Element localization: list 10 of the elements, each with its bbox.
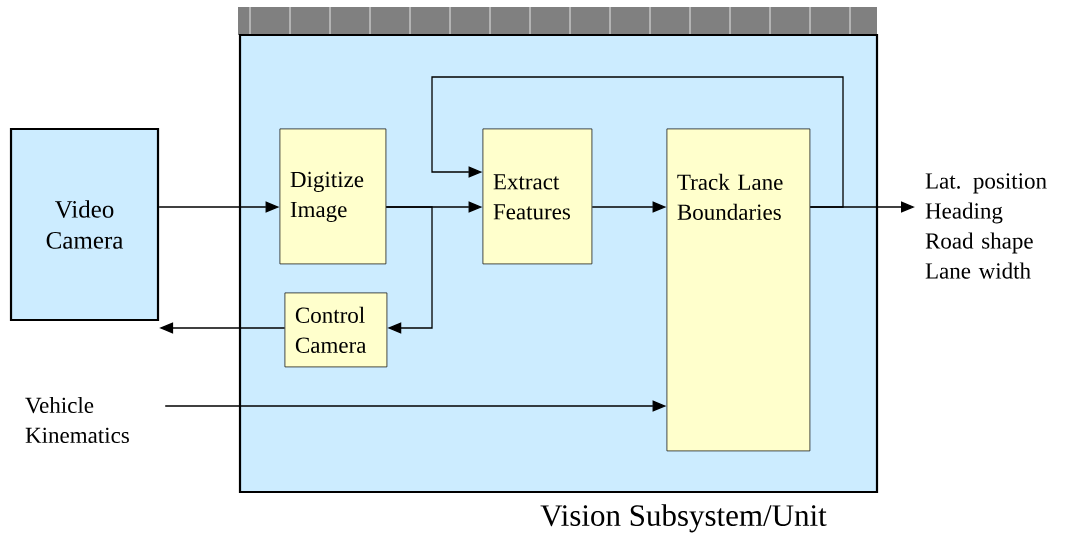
arrow: [431, 76, 844, 208]
signal-text: Lat. position Heading Road shape Lane width: [925, 173, 1047, 279]
process-box: Control Camera: [284, 292, 388, 368]
camera-box: Video Camera: [9, 127, 160, 322]
arrow: [385, 206, 433, 334]
signal-text: Vehicle Kinematics: [25, 396, 129, 444]
node-label: Vision Subsystem/Unit: [540, 504, 827, 533]
process-box: Track Lane Boundaries: [666, 128, 811, 452]
process-box: Digitize Image: [279, 128, 387, 265]
process-box: Extract Features: [482, 128, 593, 265]
